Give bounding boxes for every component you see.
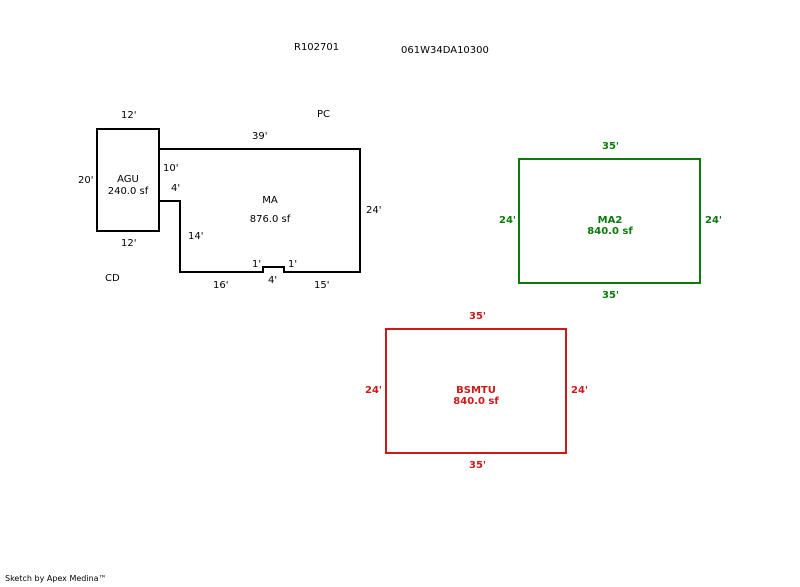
ma2-area: 840.0 sf [587,226,633,237]
ma-area: 876.0 sf [249,214,291,225]
ma-bottom-left-dimension: 16' [213,280,229,291]
ma2-name: MA2 [597,215,623,226]
ma-bottom-right-dimension: 15' [314,280,330,291]
bsmtu-top-dimension: 35' [469,311,486,322]
ma-name: MA [262,195,278,206]
bsmtu-outline [385,328,567,454]
ma2-outline [518,158,701,284]
agu-left-dimension: 20' [78,175,94,186]
ma-outline [159,148,361,273]
ma-notch-right-dimension: 1' [288,259,298,270]
ma2-bottom-dimension: 35' [602,290,619,301]
ma2-right-dimension: 24' [705,215,722,226]
pc-label: PC [317,109,331,120]
ma-top-dimension: 39' [252,131,268,142]
map-number: 061W34DA10300 [401,45,489,56]
ma2-left-dimension: 24' [499,215,516,226]
agu-area: 240.0 sf [107,186,149,197]
bsmtu-area: 840.0 sf [453,396,499,407]
ma-notch-left-dimension: 1' [252,259,262,270]
ma2-top-dimension: 35' [602,141,619,152]
ma-notch-width-dimension: 4' [268,275,278,286]
ma-left-lower-dimension: 14' [188,231,204,242]
bsmtu-left-dimension: 24' [365,385,382,396]
bsmtu-right-dimension: 24' [571,385,588,396]
bsmtu-name: BSMTU [456,385,496,396]
parcel-id: R102701 [294,42,340,53]
ma-right-dimension: 24' [366,205,382,216]
agu-outline [96,128,160,232]
agu-name: AGU [117,174,139,185]
ma-left-upper-dimension: 10' [163,163,179,174]
ma-step-out-dimension: 4' [171,183,181,194]
agu-bottom-dimension: 12' [121,238,137,249]
bsmtu-bottom-dimension: 35' [469,460,486,471]
cd-label: CD [105,273,120,284]
agu-top-dimension: 12' [121,110,137,121]
footer-credit: Sketch by Apex Medina™ [5,574,107,583]
